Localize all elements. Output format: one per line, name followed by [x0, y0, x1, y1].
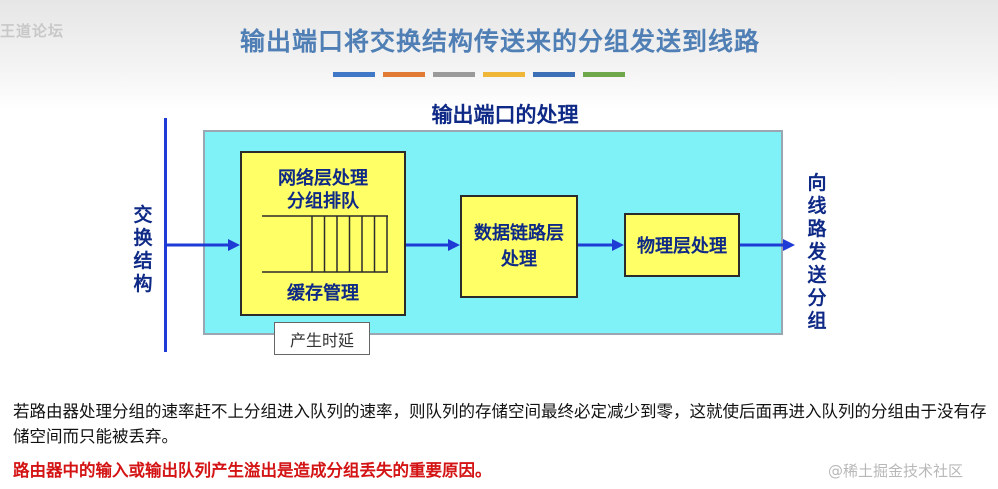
- watermark-bottom: @稀土掘金技术社区: [828, 462, 964, 480]
- deco-bar-3: [433, 72, 475, 77]
- network-layer-title: 网络层处理: [278, 168, 368, 189]
- packet-queue-title: 分组排队: [287, 191, 359, 212]
- datalink-layer-line2: 处理: [501, 248, 537, 270]
- explanation-paragraph: 若路由器处理分组的速率赶不上分组进入队列的速率，则队列的存储空间最终必定减少到零…: [13, 402, 987, 446]
- datalink-layer-line1: 数据链路层: [474, 222, 564, 244]
- decorative-color-bars: [333, 72, 625, 77]
- queue-buffer-icon: [262, 215, 388, 273]
- deco-bar-1: [333, 72, 375, 77]
- arrow-head-4: [783, 239, 795, 251]
- switch-fabric-label: 交换结构: [133, 204, 153, 295]
- slide-title: 输出端口将交换结构传送来的分组发送到线路: [239, 27, 760, 56]
- buffer-management-title: 缓存管理: [287, 283, 359, 304]
- switch-fabric-line: [164, 118, 167, 352]
- network-layer-box: 网络层处理 分组排队 缓存管理: [240, 151, 406, 316]
- watermark-top: 王道论坛: [0, 22, 65, 40]
- delay-label: 产生时延: [289, 330, 354, 350]
- diagram-title: 输出端口的处理: [431, 103, 579, 127]
- deco-bar-5: [533, 72, 575, 77]
- to-line-label: 向线路发送分组: [807, 172, 827, 332]
- conclusion-text: 路由器中的输入或输出队列产生溢出是造成分组丢失的重要原因。: [13, 461, 492, 480]
- arrow-head-1: [228, 239, 240, 251]
- arrow-head-3: [612, 239, 624, 251]
- physical-layer-box: 物理层处理: [624, 213, 740, 277]
- deco-bar-2: [383, 72, 425, 77]
- delay-label-box: 产生时延: [274, 322, 370, 355]
- datalink-layer-box: 数据链路层 处理: [460, 195, 578, 298]
- physical-layer-label: 物理层处理: [637, 236, 727, 257]
- deco-bar-4: [483, 72, 525, 77]
- arrow-head-2: [448, 239, 460, 251]
- deco-bar-6: [583, 72, 625, 77]
